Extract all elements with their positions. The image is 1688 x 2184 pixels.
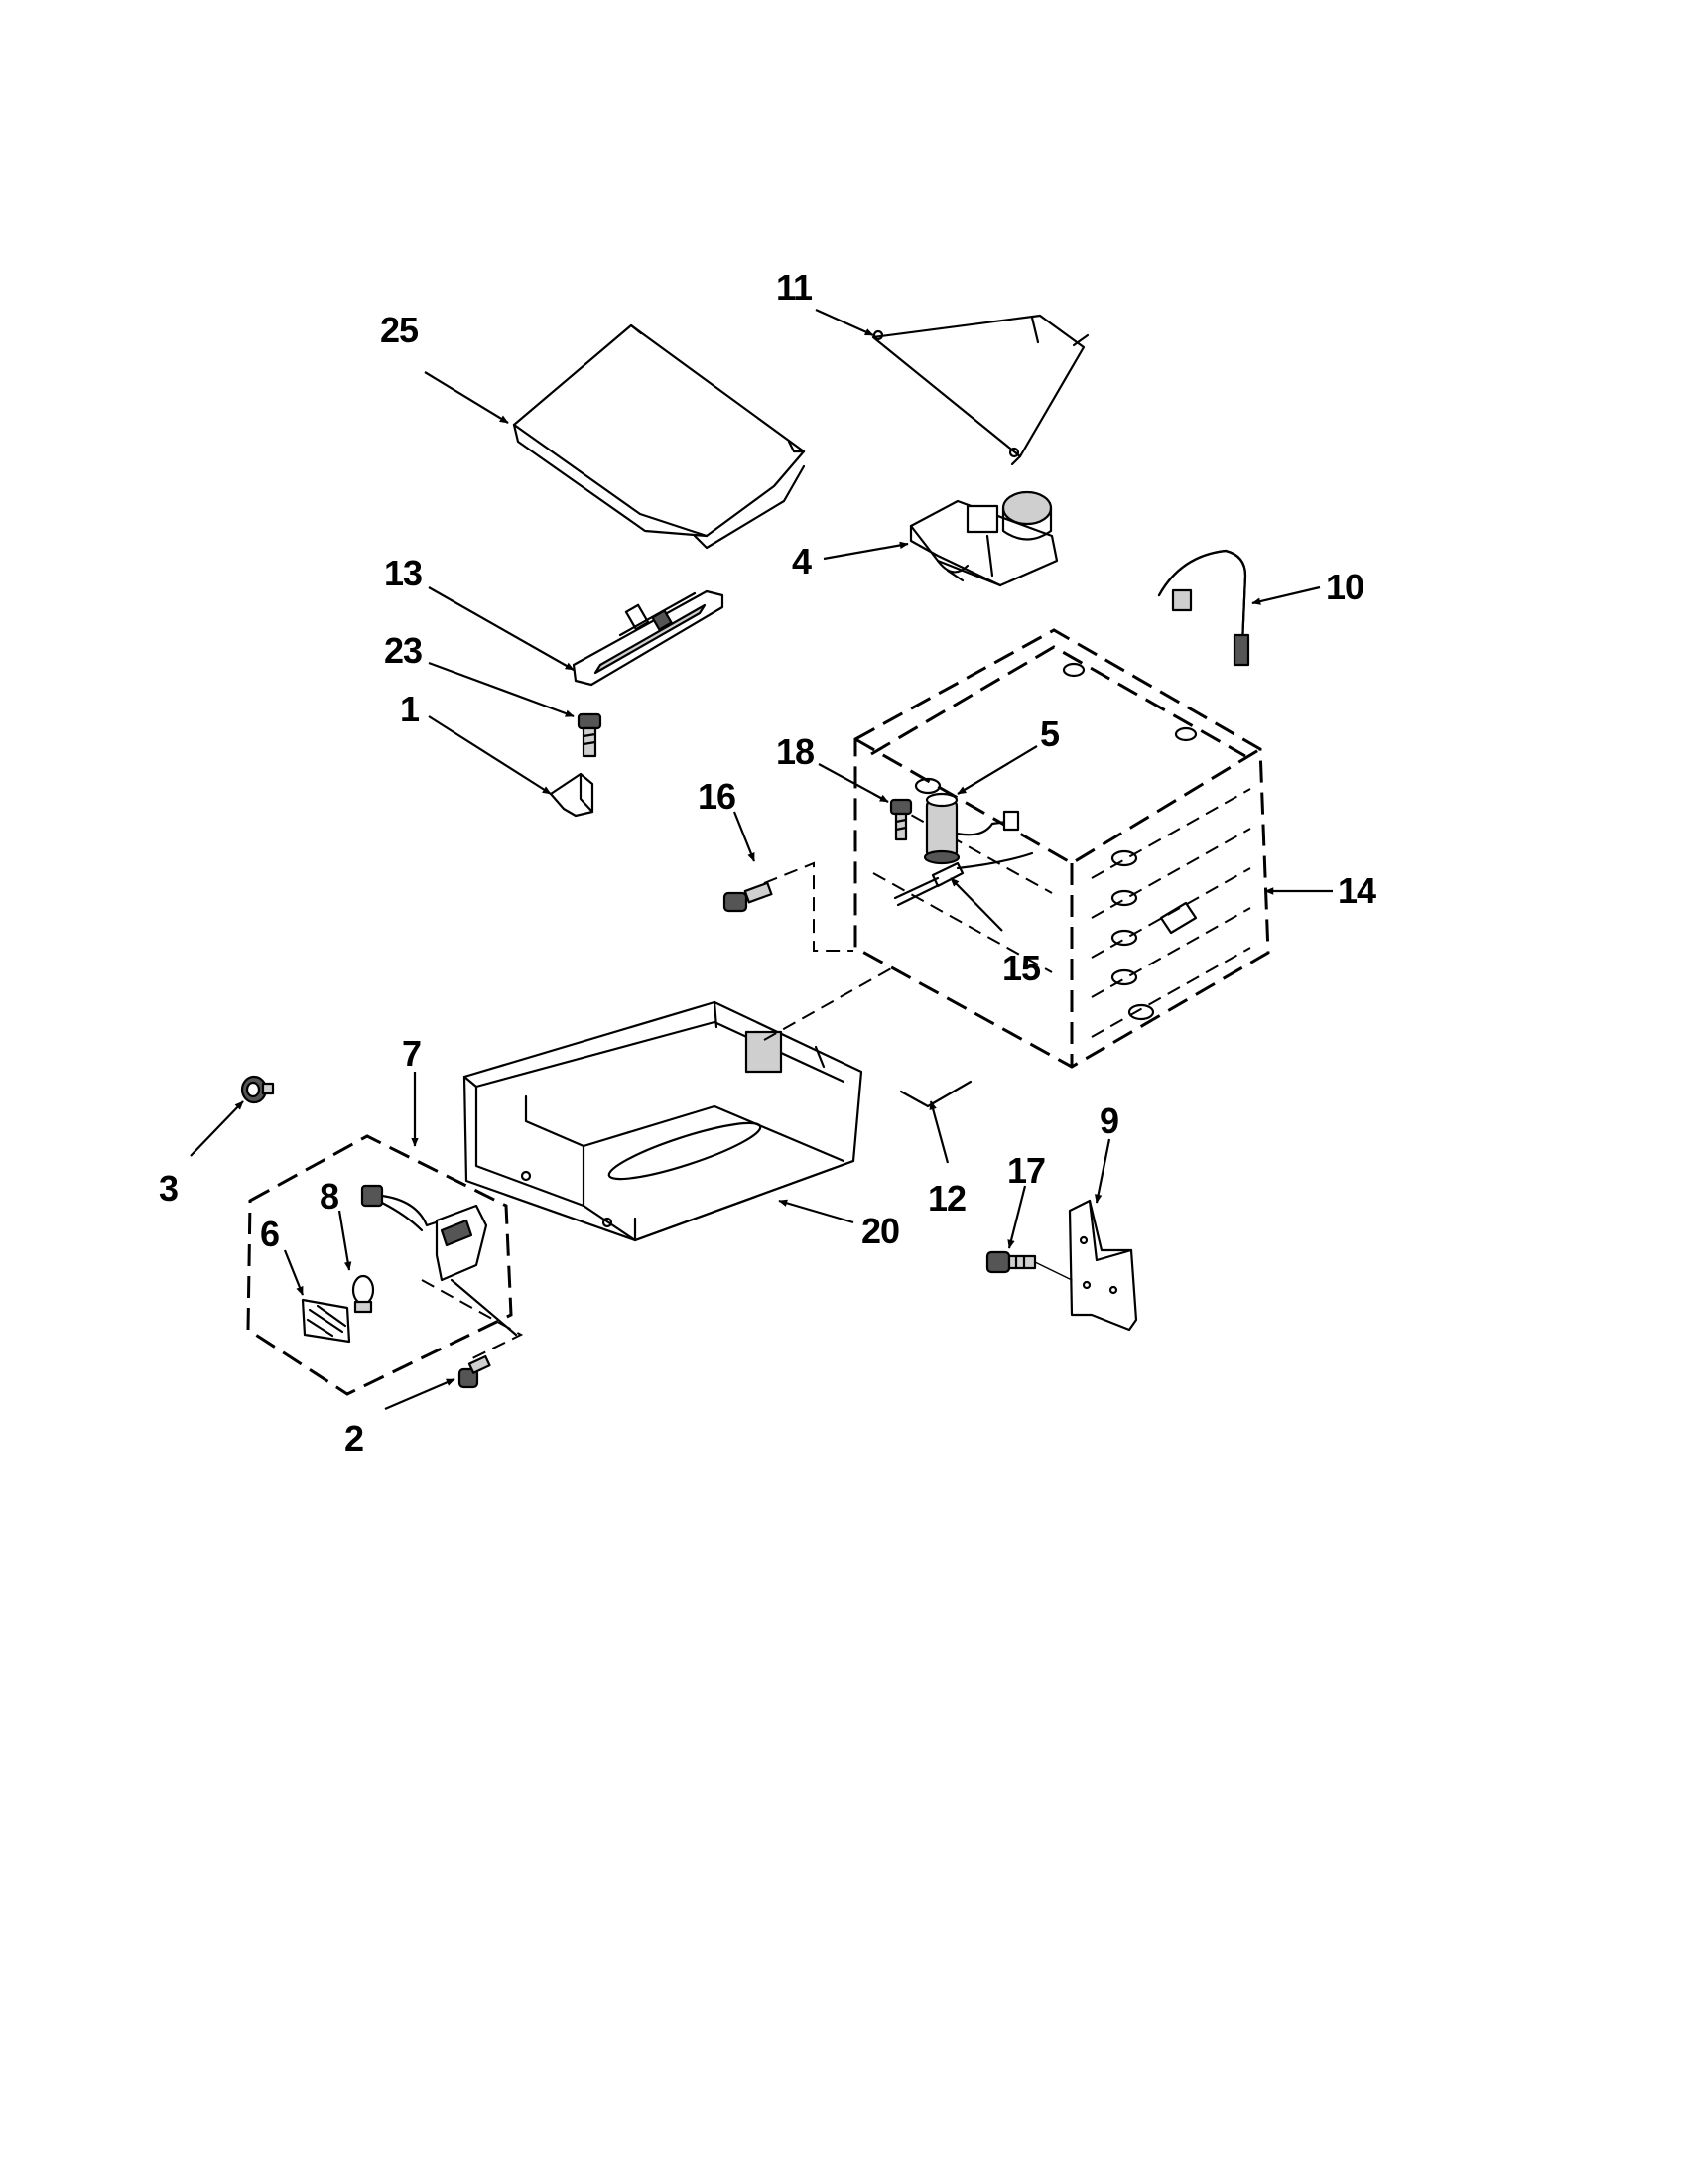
callout-17: 17 <box>1007 1150 1045 1191</box>
callout-20: 20 <box>861 1211 899 1251</box>
part-23-screw <box>577 712 602 758</box>
part-7-leader-dash <box>421 1279 524 1362</box>
part-8-socket <box>360 1184 518 1337</box>
part-11-bracket-plate <box>871 314 1090 466</box>
part-7-light-assembly-outline <box>246 1134 513 1396</box>
tray-to-cavity-dash <box>763 966 894 1041</box>
callout-8: 8 <box>320 1176 338 1217</box>
part-16-leader-dash <box>763 861 853 952</box>
callout-15: 15 <box>1002 948 1041 988</box>
part-14-oven-cavity <box>853 628 1270 1069</box>
callout-14: 14 <box>1338 870 1376 911</box>
callout-labels: 11 25 4 10 13 23 1 5 18 16 14 15 7 3 8 6… <box>159 267 1377 1459</box>
part-25-cover-panel <box>512 323 806 550</box>
part-10-gas-tube <box>1157 549 1250 667</box>
part-20-tray <box>462 1000 863 1242</box>
part-6-lens <box>301 1298 351 1344</box>
callout-4: 4 <box>792 541 812 581</box>
callout-7: 7 <box>402 1033 421 1074</box>
callout-13: 13 <box>384 553 422 593</box>
callout-18: 18 <box>776 731 814 772</box>
part-9-bracket <box>1034 1199 1138 1332</box>
part-16-screw <box>722 881 773 913</box>
part-17-screw <box>985 1250 1037 1274</box>
part-15-sensor <box>893 851 1034 907</box>
part-3-knob <box>240 1075 275 1104</box>
callout-2: 2 <box>344 1418 363 1459</box>
leader-arrows <box>190 308 1333 1411</box>
callout-11: 11 <box>776 267 813 308</box>
callout-3: 3 <box>159 1168 178 1209</box>
part-8-bulb <box>351 1274 375 1314</box>
callout-10: 10 <box>1326 567 1363 607</box>
callout-5: 5 <box>1040 713 1060 754</box>
callout-25: 25 <box>380 310 419 350</box>
part-5-igniter <box>923 792 1020 865</box>
callout-6: 6 <box>260 1214 279 1254</box>
callout-1: 1 <box>400 689 420 729</box>
callout-9: 9 <box>1100 1100 1118 1141</box>
part-13-burner <box>572 589 724 687</box>
callout-16: 16 <box>698 776 735 817</box>
part-18-screw <box>889 798 913 841</box>
callout-12: 12 <box>928 1178 966 1219</box>
part-12-rod <box>899 1080 973 1108</box>
callout-23: 23 <box>384 630 422 671</box>
part-2-screw <box>457 1354 491 1389</box>
part-4-motor-assembly <box>909 490 1059 587</box>
part-1-clip <box>549 772 594 818</box>
